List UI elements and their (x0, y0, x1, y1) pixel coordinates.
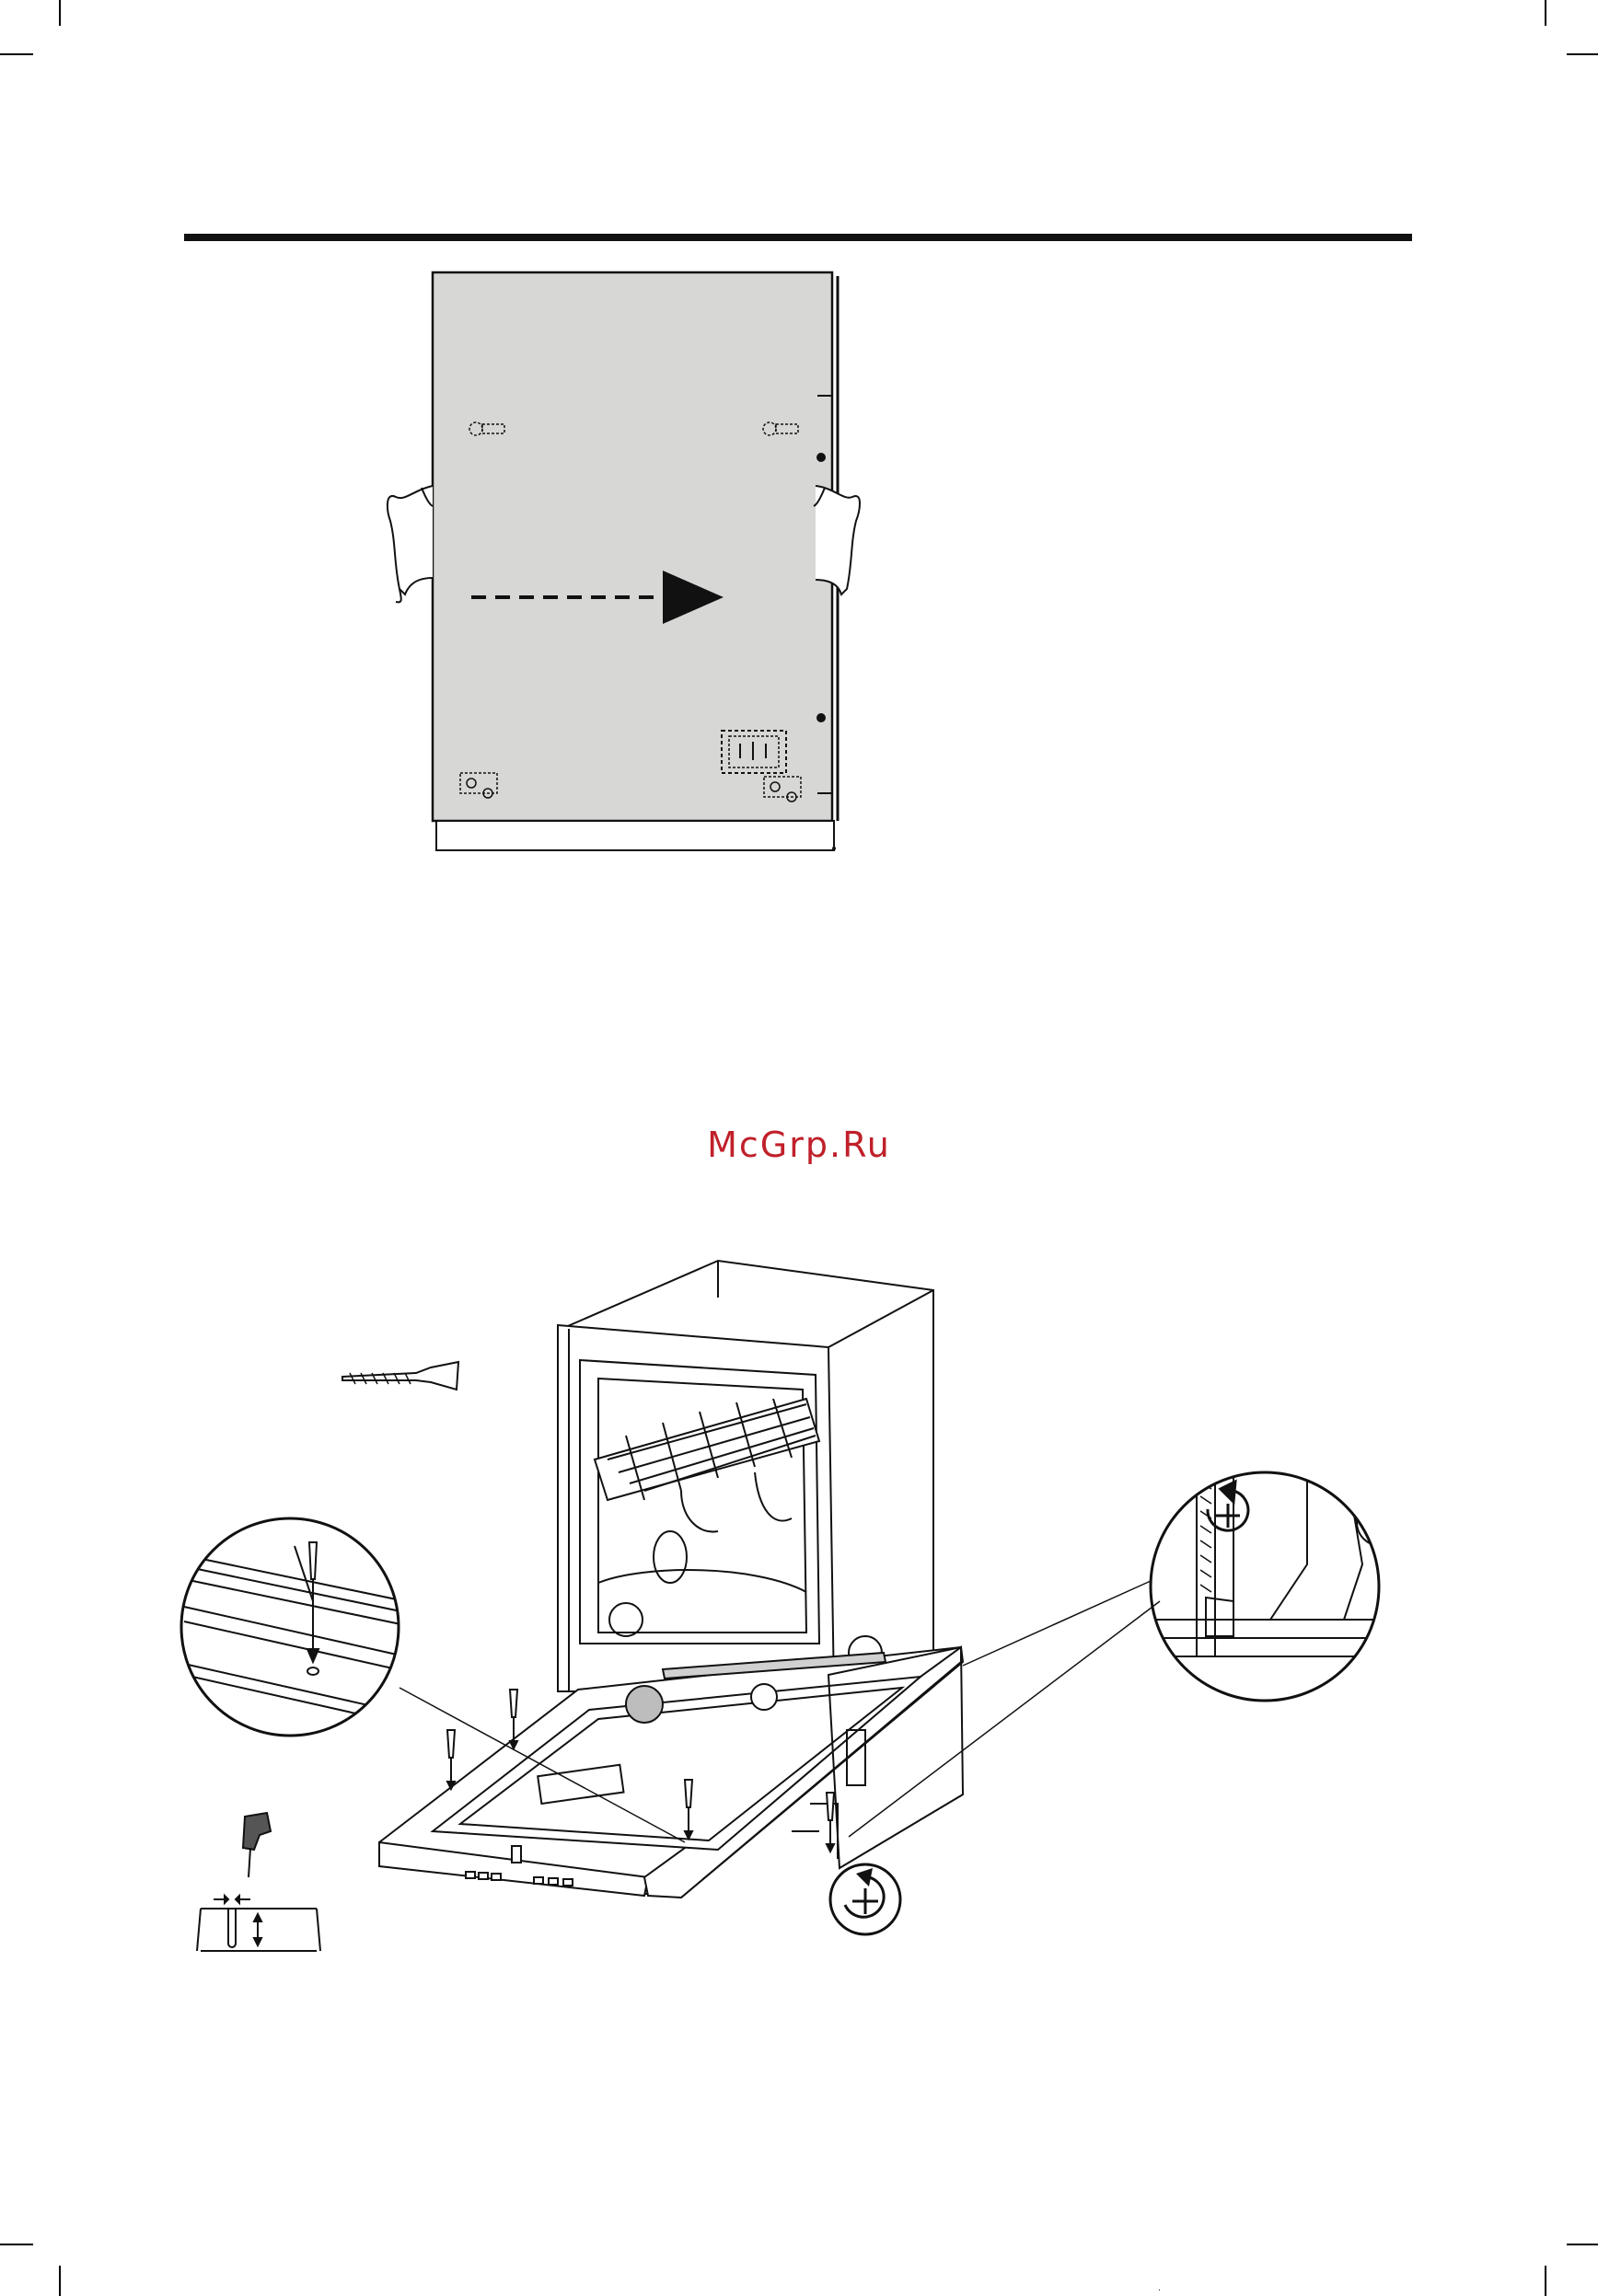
hinge-area (792, 1647, 963, 1868)
plinth-strip (436, 821, 834, 850)
dishwasher-door (379, 1647, 963, 1898)
decor-panel-figure (0, 0, 1598, 920)
detail-circle-left (181, 1518, 405, 1736)
rotate-adjust-icon (830, 1864, 900, 1934)
crop-mark-bottom-left-v (59, 2266, 61, 2296)
wood-screw-icon (342, 1362, 458, 1390)
crop-mark-bottom-right-h (1567, 2244, 1598, 2245)
drill-hole-detail (197, 1896, 320, 1951)
rotate-clockwise-icon (1208, 1482, 1248, 1530)
crop-mark-bottom-right-v (1545, 2266, 1546, 2296)
drill-icon (243, 1813, 271, 1877)
dishwasher-body (558, 1261, 933, 1691)
hand-right-icon (814, 486, 860, 594)
footer-mark: · (1158, 2286, 1161, 2296)
detail-circle-right (1141, 1472, 1405, 1701)
door-screws (447, 1690, 834, 1852)
decor-panel (433, 272, 832, 821)
watermark: McGrp.Ru (0, 1125, 1598, 1165)
crop-mark-bottom-left-h (0, 2244, 33, 2245)
hand-left-icon (388, 486, 433, 602)
